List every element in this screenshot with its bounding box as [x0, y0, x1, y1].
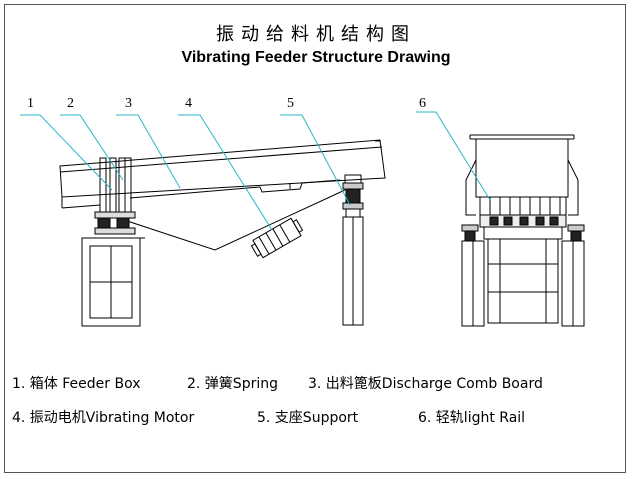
callout-1: 1	[27, 96, 34, 111]
legend-item-spring: 2. 弹簧Spring	[187, 376, 278, 392]
callout-3: 3	[125, 96, 132, 111]
title-english: Vibrating Feeder Structure Drawing	[181, 49, 451, 66]
legend-item-discharge-comb-board: 3. 出料篦板Discharge Comb Board	[308, 376, 543, 392]
legend-item-light-rail: 6. 轻轨light Rail	[418, 410, 526, 426]
callout-5: 5	[287, 96, 294, 111]
callout-4: 4	[185, 96, 192, 111]
hopper-bottom	[99, 189, 346, 251]
feeder-box	[59, 139, 386, 209]
vibrating-motor	[250, 217, 304, 259]
title-chinese: 振动给料机结构图	[216, 24, 416, 45]
leader-lines	[20, 111, 491, 231]
spring-left	[94, 157, 136, 235]
support-right	[342, 216, 364, 326]
legend-item-feeder-box: 1. 箱体 Feeder Box	[12, 376, 141, 392]
callout-6: 6	[419, 96, 426, 111]
support-left	[81, 237, 145, 327]
spring-right	[342, 174, 364, 218]
end-view	[461, 134, 585, 327]
callout-2: 2	[67, 96, 74, 111]
legend-item-support: 5. 支座Support	[257, 410, 359, 426]
legend-item-vibrating-motor: 4. 振动电机Vibrating Motor	[12, 410, 195, 426]
